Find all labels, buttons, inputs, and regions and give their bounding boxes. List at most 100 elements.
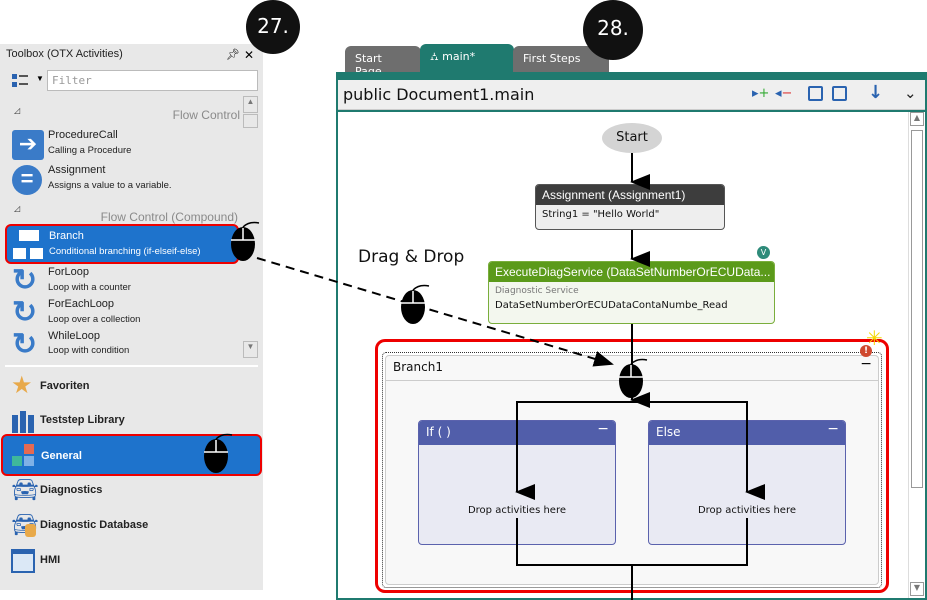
scroll-up-icon[interactable]: ▲ <box>243 96 258 113</box>
close-icon[interactable]: ✕ <box>244 48 255 62</box>
scroll-thumb[interactable] <box>911 130 923 488</box>
drop-zone[interactable]: Drop activities here <box>467 505 567 516</box>
star-icon: ★ <box>11 372 33 399</box>
else-title: Else <box>656 425 681 439</box>
group-label: General <box>41 450 82 462</box>
item-desc: Loop with condition <box>48 345 130 356</box>
group-label: HMI <box>40 554 61 566</box>
add-parameter-icon[interactable]: ▸+ <box>752 86 770 101</box>
item-name: WhileLoop <box>48 330 100 342</box>
books-icon <box>11 409 35 433</box>
execute-diag-service-node[interactable]: ExecuteDiagService (DataSetNumberOrECUDa… <box>488 261 775 324</box>
scroll-down-icon[interactable]: ▼ <box>910 582 924 596</box>
mouse-icon <box>401 284 430 324</box>
validation-badge: V <box>757 246 770 259</box>
branch-join-connector <box>516 518 748 566</box>
category-flow-control-compound: Flow Control (Compound) <box>100 210 238 224</box>
toolbox-item-branch[interactable]: Branch Conditional branching (if-elseif-… <box>5 224 239 264</box>
pin-icon[interactable]: 📌︎ <box>226 49 240 61</box>
item-desc: Conditional branching (if-elseif-else) <box>49 246 201 257</box>
scroll-down-icon[interactable]: ▼ <box>243 341 258 358</box>
chevron-down-icon[interactable]: ⌄ <box>904 84 917 102</box>
error-icon: ! <box>860 345 872 357</box>
toolbox-panel: Toolbox (OTX Activities) 📌︎ ▼ Filter ◿ F… <box>0 44 263 590</box>
group-label: Diagnostics <box>40 484 103 496</box>
group-teststep-library[interactable]: Teststep Library <box>2 404 260 438</box>
branch-split-connector <box>516 401 748 490</box>
editor-header: public Document1.main ▸+ ◂− ↓ ⌄ <box>338 80 925 110</box>
callout-27: 27. <box>246 0 300 54</box>
collapse-icon[interactable]: ◿ <box>14 204 21 213</box>
splitter[interactable] <box>5 365 258 367</box>
node-title: Assignment (Assignment1) <box>536 185 724 205</box>
car-database-icon: 🚘︎ <box>11 514 39 538</box>
item-desc: Loop with a counter <box>48 282 131 293</box>
group-label: Favoriten <box>40 380 90 392</box>
add-block-icon[interactable] <box>808 86 823 101</box>
loop-icon: ↻ <box>12 296 38 329</box>
scroll-up-icon[interactable]: ▲ <box>910 112 924 126</box>
canvas-scrollbar[interactable]: ▲ ▼ <box>908 112 925 598</box>
if-title: If ( ) <box>426 425 451 439</box>
filter-input[interactable]: Filter <box>47 70 258 91</box>
toolbox-item-forloop[interactable]: ↻ ForLoop Loop with a counter <box>6 265 238 297</box>
blocks-icon <box>12 444 36 468</box>
toolbox-title: Toolbox (OTX Activities) <box>6 48 123 60</box>
branch-icon <box>13 230 45 260</box>
node-label: Diagnostic Service <box>495 286 579 296</box>
remove-parameter-icon[interactable]: ◂− <box>775 86 793 101</box>
arrow-right-icon: ➔ <box>12 130 44 160</box>
sitemap-icon: ⛼ <box>430 50 443 63</box>
mouse-icon <box>231 221 260 261</box>
toolbox-scrollbar[interactable]: ▲ ▼ <box>243 96 258 358</box>
group-hmi[interactable]: HMI <box>2 544 260 578</box>
collapse-button[interactable]: − <box>597 421 609 437</box>
collapse-icon[interactable]: ◿ <box>14 106 21 115</box>
scroll-thumb[interactable] <box>243 114 258 128</box>
sparkle-icon: ✳ <box>866 326 883 350</box>
item-name: ProcedureCall <box>48 129 118 141</box>
arrow-down-icon[interactable]: ↓ <box>868 82 884 103</box>
callout-28: 28. <box>583 0 643 60</box>
toolbox-item-foreachloop[interactable]: ↻ ForEachLoop Loop over a collection <box>6 297 238 329</box>
node-body: String1 = "Hello World" <box>542 209 660 220</box>
collapse-button[interactable]: − <box>827 421 839 437</box>
node-value: DataSetNumberOrECUDataContaNumbe_Read <box>495 300 728 311</box>
item-desc: Calling a Procedure <box>48 145 132 156</box>
loop-icon: ↻ <box>12 264 38 297</box>
window-icon <box>11 549 35 573</box>
document-title: public Document1.main <box>343 85 535 104</box>
drop-zone[interactable]: Drop activities here <box>697 505 797 516</box>
group-diagnostics[interactable]: 🚘︎ Diagnostics <box>2 474 260 508</box>
toolbox-item-procedurecall[interactable]: ➔ ProcedureCall Calling a Procedure <box>6 128 238 162</box>
collapse-button[interactable]: − <box>860 356 872 372</box>
toolbox-item-assignment[interactable]: = Assignment Assigns a value to a variab… <box>6 163 238 197</box>
tab-main[interactable]: ⛼ main* <box>420 44 514 72</box>
group-favoriten[interactable]: ★ Favoriten <box>2 370 260 404</box>
item-name: ForEachLoop <box>48 298 115 310</box>
item-name: Assignment <box>48 164 106 176</box>
group-diagnostic-database[interactable]: 🚘︎ Diagnostic Database <box>2 509 260 543</box>
item-desc: Loop over a collection <box>48 314 141 325</box>
loop-icon: ↻ <box>12 328 38 361</box>
item-desc: Assigns a value to a variable. <box>48 180 172 191</box>
tab-label: main* <box>442 50 476 63</box>
group-label: Diagnostic Database <box>40 519 149 531</box>
node-title: ExecuteDiagService (DataSetNumberOrECUDa… <box>489 262 774 282</box>
drag-path-line <box>256 257 614 367</box>
remove-block-icon[interactable] <box>832 86 847 101</box>
toolbox-item-whileloop[interactable]: ↻ WhileLoop Loop with condition <box>6 329 238 363</box>
dropdown-arrow-icon[interactable]: ▼ <box>36 74 44 83</box>
category-flow-control: Flow Control <box>172 108 240 122</box>
item-name: ForLoop <box>48 266 89 278</box>
view-mode-icon[interactable] <box>12 74 28 88</box>
assignment-node[interactable]: Assignment (Assignment1) String1 = "Hell… <box>535 184 725 230</box>
equals-icon: = <box>12 165 42 195</box>
group-label: Teststep Library <box>40 414 125 426</box>
drag-drop-label: Drag & Drop <box>358 247 465 267</box>
car-icon: 🚘︎ <box>11 477 39 502</box>
start-node[interactable]: Start <box>602 123 662 153</box>
item-name: Branch <box>49 230 84 242</box>
mouse-icon <box>204 433 233 473</box>
